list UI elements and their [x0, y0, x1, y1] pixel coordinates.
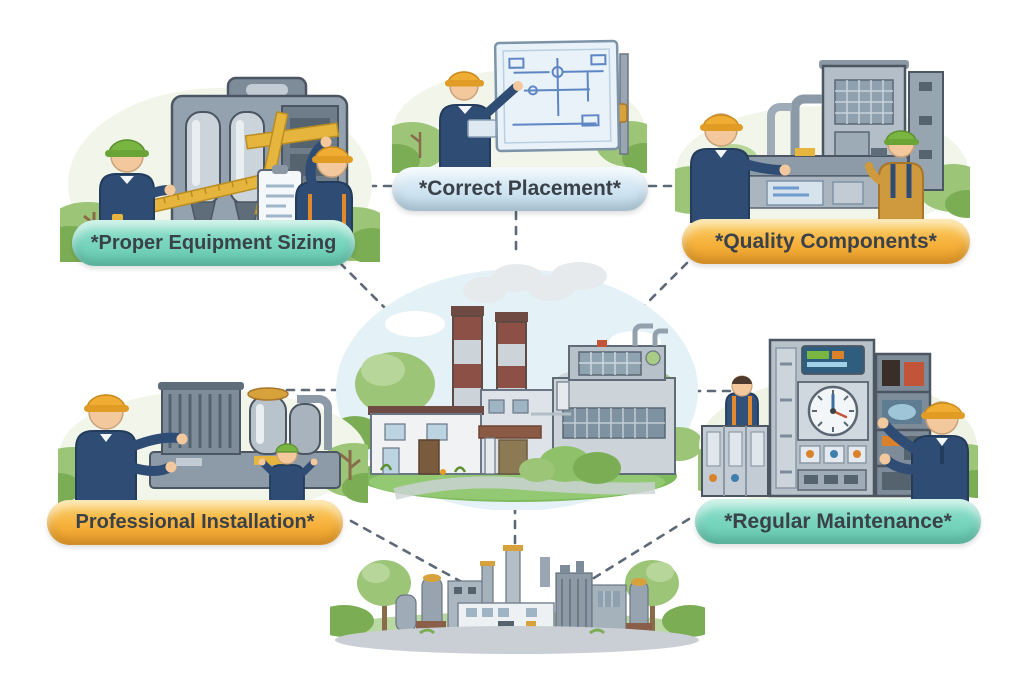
plant-buildings: [395, 545, 652, 636]
scene-professional-installation: [58, 352, 368, 504]
label-regular-maintenance: *Regular Maintenance*: [695, 499, 981, 544]
label-text: *Proper Equipment Sizing: [90, 231, 337, 254]
control-cabinet: [768, 338, 876, 498]
side-unit: [701, 425, 769, 497]
ground: [335, 626, 699, 654]
label-proper-equipment-sizing: *Proper Equipment Sizing: [72, 220, 355, 266]
connector-installation-to-skyline: [349, 519, 471, 588]
worker-green-hat-vest: [865, 130, 924, 223]
technician-small: [258, 443, 318, 504]
worker-green-hat: [99, 139, 176, 253]
label-text: Professional Installation*: [75, 511, 315, 533]
skyline-illustration: [330, 545, 705, 654]
factory-illustration: [335, 262, 700, 510]
label-text: *Quality Components*: [715, 229, 937, 253]
label-text: *Regular Maintenance*: [724, 509, 952, 533]
clipboard: [257, 165, 303, 231]
blueprint-illustration: [392, 39, 647, 173]
connector-maintenance-to-skyline: [571, 517, 691, 593]
worker-orange-hat: [690, 113, 791, 223]
label-quality-components: *Quality Components*: [682, 219, 970, 264]
label-professional-installation: Professional Installation*: [47, 500, 343, 545]
label-correct-placement: *Correct Placement*: [392, 167, 648, 211]
installation-illustration: [58, 382, 368, 504]
maintenance-illustration: [698, 338, 978, 504]
scene-central-facility: [335, 262, 700, 510]
scene-regular-maintenance: [698, 328, 978, 504]
connector-sizing-to-center: [338, 261, 390, 313]
label-text: *Correct Placement*: [419, 177, 621, 200]
scene-quality-components: [675, 58, 970, 223]
blueprint-board: [493, 39, 629, 155]
bushes-front: [379, 446, 621, 484]
technician-yellow-hat: [877, 401, 969, 504]
connector-quality-to-center: [639, 261, 689, 311]
scene-plant-skyline: [330, 545, 705, 660]
buildings: [368, 323, 676, 475]
components-illustration: [675, 60, 970, 223]
engineer: [439, 71, 523, 173]
scene-correct-placement: [392, 28, 647, 173]
technician-large: [75, 394, 188, 504]
